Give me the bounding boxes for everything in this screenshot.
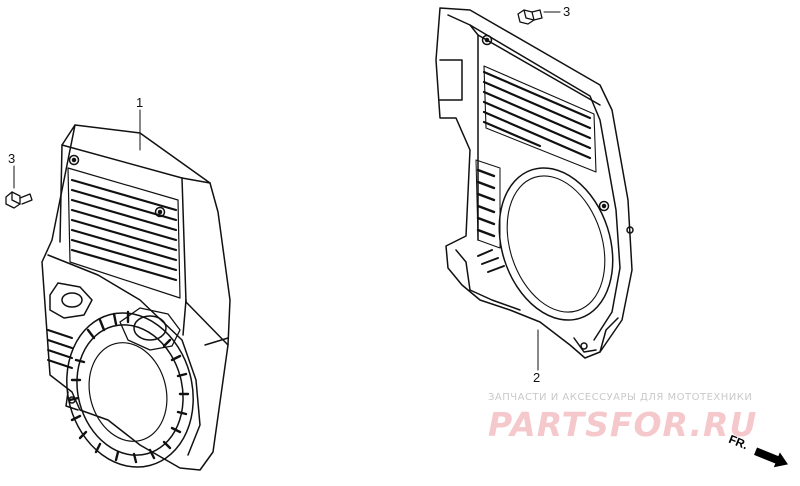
watermark-caption: ЗАПЧАСТИ И АКСЕССУАРЫ ДЛЯ МОТОТЕХНИКИ <box>488 392 753 403</box>
callout-part-3-right: 3 <box>563 4 571 19</box>
front-direction-indicator: FR. <box>717 432 797 486</box>
fan-cover-part-1 <box>41 124 231 471</box>
callout-part-2: 2 <box>533 370 541 385</box>
watermark-logo: PARTSFOR.RU <box>488 405 758 444</box>
front-arrow-icon <box>754 447 788 468</box>
shroud-part-2 <box>435 7 634 359</box>
bolt-part-3-right <box>517 9 561 25</box>
callout-part-3-left: 3 <box>8 151 16 166</box>
callout-part-1: 1 <box>136 95 144 110</box>
bolt-part-3-left <box>5 165 33 209</box>
